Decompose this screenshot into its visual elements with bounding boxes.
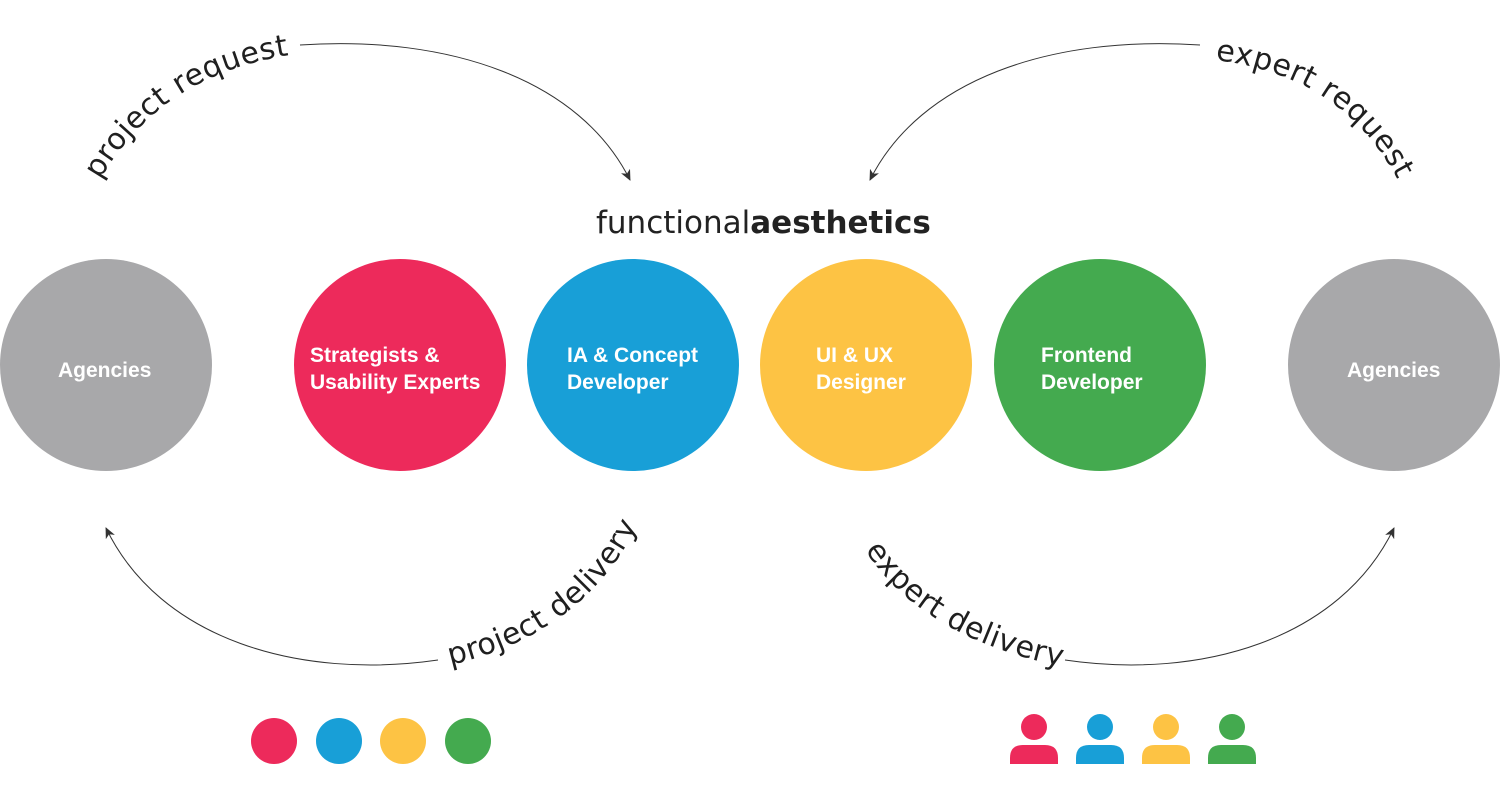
agencies-right-label: Agencies [1347,359,1440,382]
people-legend [1010,714,1256,764]
person-icon [1076,714,1124,764]
expert-delivery-label: expert delivery [858,534,1067,674]
strategists-line-2: Usability Experts [310,371,480,394]
expert-request-arc [869,43,1201,181]
ui-ux-label: UI & UX Designer [816,344,906,394]
brand-wordmark: functionalaesthetics [596,205,931,241]
ia-concept-node: IA & Concept Developer [527,259,739,471]
frontend-label: Frontend Developer [1041,344,1143,394]
project-request-label: project request [77,28,291,184]
agencies-left-circle [0,259,212,471]
ia-concept-line-1: IA & Concept [567,344,698,367]
ia-concept-line-2: Developer [567,371,669,394]
frontend-line-1: Frontend [1041,344,1132,367]
agencies-right-circle [1288,259,1500,471]
dot-icon [251,718,297,764]
project-request-arc [299,43,631,181]
ui-ux-circle [760,259,972,471]
person-icon [1208,714,1256,764]
frontend-node: Frontend Developer [994,259,1206,471]
person-icon [1142,714,1190,764]
expert-request-label: expert request [1214,33,1421,183]
ui-ux-line-1: UI & UX [816,344,893,367]
frontend-circle [994,259,1206,471]
ui-ux-line-2: Designer [816,371,906,394]
agencies-right-node: Agencies [1288,259,1500,471]
ia-concept-circle [527,259,739,471]
strategists-circle [294,259,506,471]
strategists-label: Strategists & Usability Experts [310,344,480,394]
dot-icon [316,718,362,764]
dots-legend [251,718,491,764]
agencies-left-line-1: Agencies [58,359,151,382]
strategists-node: Strategists & Usability Experts [294,259,506,471]
agencies-right-line-1: Agencies [1347,359,1440,382]
strategists-line-1: Strategists & [310,344,440,367]
ui-ux-node: UI & UX Designer [760,259,972,471]
ia-concept-label: IA & Concept Developer [567,344,704,394]
agencies-left-node: Agencies [0,259,212,471]
agencies-left-label: Agencies [58,359,151,382]
brand-light: functional [596,205,750,241]
person-icon [1010,714,1058,764]
frontend-line-2: Developer [1041,371,1143,394]
project-delivery-label: project delivery [443,512,644,673]
brand-bold: aesthetics [750,205,931,241]
expert-delivery-arc [1064,527,1395,666]
dot-icon [445,718,491,764]
dot-icon [380,718,426,764]
project-delivery-arc [105,527,439,666]
